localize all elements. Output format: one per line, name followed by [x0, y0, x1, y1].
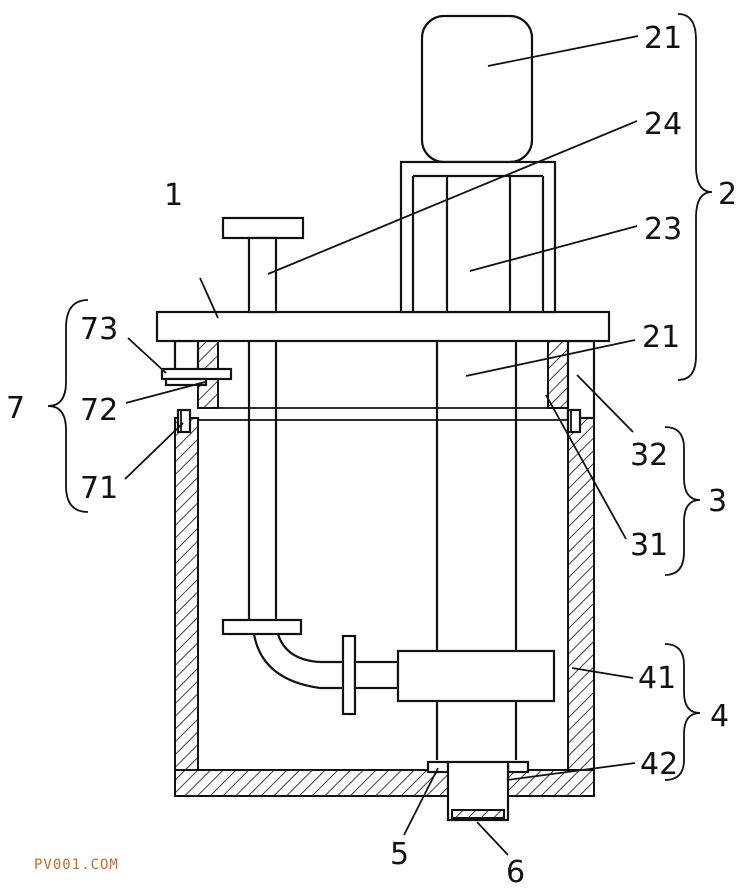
label-5: 5 — [390, 837, 409, 872]
brace-3 — [664, 426, 701, 576]
top-plate — [155, 310, 611, 343]
label-72: 72 — [80, 393, 118, 428]
label-2: 2 — [718, 177, 737, 212]
tank-right-wall — [567, 417, 595, 771]
motor — [420, 14, 534, 164]
label-1: 1 — [164, 178, 183, 213]
label-3: 3 — [708, 484, 727, 519]
group-braces — [47, 13, 713, 781]
feed-handle — [221, 216, 400, 716]
bottom-outlet — [426, 760, 530, 822]
label-71: 71 — [80, 471, 118, 506]
label-32: 32 — [630, 438, 668, 473]
part-labels: 21 24 2 23 1 21 73 7 72 71 32 3 31 41 4 … — [6, 21, 737, 890]
label-24: 24 — [644, 107, 682, 142]
brace-7 — [47, 299, 89, 513]
pump-head — [396, 649, 556, 703]
tank-bottom — [174, 769, 595, 797]
label-42: 42 — [640, 747, 678, 782]
brace-4 — [664, 643, 701, 781]
label-4: 4 — [710, 699, 729, 734]
part-72-block — [164, 377, 208, 387]
tank-left-wall — [174, 417, 199, 771]
part-71-bolt-left — [176, 408, 192, 434]
label-31: 31 — [630, 528, 668, 563]
label-21-shaft: 21 — [642, 320, 680, 355]
label-7: 7 — [6, 391, 25, 426]
clamp-assembly — [160, 367, 582, 434]
watermark: PV001.COM — [34, 857, 119, 873]
wall-upper-right — [547, 340, 569, 409]
label-73: 73 — [80, 312, 118, 347]
leader-lines — [124, 35, 639, 856]
label-23: 23 — [644, 212, 682, 247]
label-21-motor: 21 — [644, 21, 682, 56]
label-6: 6 — [506, 855, 525, 890]
brace-2 — [677, 13, 713, 381]
tank-body — [173, 339, 596, 797]
label-41: 41 — [638, 661, 676, 696]
part-71-bolt-right — [566, 408, 582, 434]
motor-frame — [399, 160, 557, 314]
part-73-bar — [160, 367, 233, 381]
